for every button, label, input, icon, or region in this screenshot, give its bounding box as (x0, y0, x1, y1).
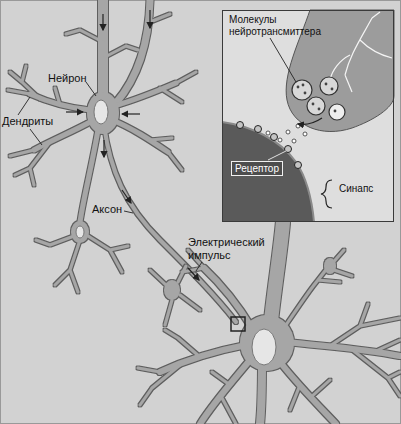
dendrite (160, 268, 400, 424)
leader-line (270, 38, 296, 82)
flow-arrow (122, 113, 140, 114)
receptor-site (271, 134, 278, 141)
receptor-site (237, 122, 244, 129)
molecule-dot (334, 110, 337, 113)
membrane-rim (222, 122, 314, 222)
inset-panel: Молекулы нейротрансмиттераСинапс Рецептор (222, 10, 394, 222)
dendrite-branch (150, 250, 352, 325)
dendrite-branch (8, 14, 196, 185)
flow-arrow (122, 190, 131, 203)
nucleus (252, 329, 276, 365)
flow-arrow (102, 14, 103, 30)
molecule (286, 130, 290, 134)
molecule-dot (331, 88, 334, 91)
synapse-inset-art (222, 10, 394, 222)
vesicle (329, 104, 345, 120)
neuron-upper (8, 0, 236, 322)
dendrite-branch (36, 236, 128, 292)
flow-arrow (66, 111, 83, 112)
receptor-label: Рецептор (235, 162, 279, 175)
release-arrow (298, 118, 322, 124)
vesicles (292, 77, 345, 120)
dendrite-branch (138, 250, 400, 424)
vesicle (320, 77, 338, 95)
impulse-arrows (66, 10, 199, 280)
inset-background (222, 10, 394, 222)
vesicle (307, 97, 325, 115)
leader-line (124, 211, 133, 213)
synapse-label: Синапс (339, 183, 373, 195)
leader-line (18, 97, 30, 115)
neuron-label: Нейрон (48, 72, 87, 85)
receptor-site (255, 126, 262, 133)
dendrite (30, 83, 176, 222)
molecule (266, 131, 270, 135)
flow-arrow (149, 10, 150, 28)
cell-body (164, 280, 180, 300)
molecule-dot (312, 103, 315, 106)
cell-body (71, 221, 89, 243)
impulse-label: Электрический импульс (188, 236, 274, 262)
molecule-dot (304, 92, 307, 95)
synapse-bracket (321, 180, 332, 208)
cell-body (324, 258, 336, 274)
molecule-dot (318, 108, 321, 111)
molecule (303, 132, 307, 136)
terminal-fibers (330, 12, 392, 92)
receptor-site (295, 162, 302, 169)
molecule-dot (297, 86, 300, 89)
dendrite-label: Дендриты (2, 115, 53, 128)
dendrite (116, 0, 150, 103)
leader-lines (18, 82, 202, 271)
vesicle (292, 80, 312, 100)
apical-dendrite (270, 222, 283, 330)
molecule (278, 138, 282, 142)
receptor-tag: Рецептор (231, 161, 283, 176)
vesicle-contents (297, 83, 337, 113)
flow-arrow (188, 268, 199, 280)
molecule (292, 139, 296, 143)
nucleus (94, 100, 108, 124)
leader-line (268, 151, 286, 160)
flow-arrow (103, 140, 104, 157)
postsynaptic-membrane (222, 122, 314, 222)
cell-body (240, 315, 294, 371)
cell-body (87, 92, 119, 134)
zoom-square (231, 317, 245, 331)
leader-line (30, 129, 42, 145)
nucleus (76, 226, 84, 238)
leader-line (86, 82, 96, 96)
axon-label: Аксон (92, 203, 122, 216)
neuron-lower (138, 222, 400, 424)
molecule-dot (302, 84, 305, 87)
apical-dendrite (98, 0, 108, 98)
molecule-dot (325, 83, 328, 86)
released-molecules (266, 124, 307, 143)
leader-line (196, 262, 202, 271)
molecule-label: Молекулы нейротрансмиттера (229, 14, 341, 38)
